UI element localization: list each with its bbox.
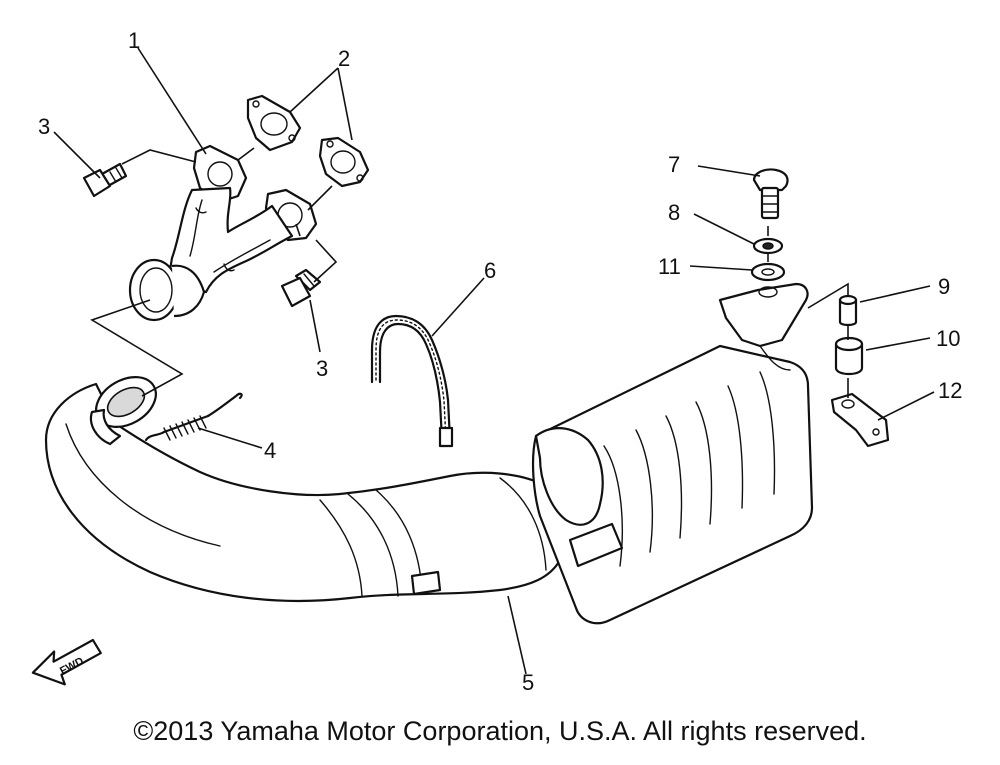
callout-9: 9 <box>938 274 950 299</box>
callout-8: 8 <box>668 200 680 225</box>
muffler <box>531 282 814 625</box>
gasket-lower <box>318 136 370 188</box>
callout-3-upper: 3 <box>38 114 50 139</box>
washer-8 <box>752 237 784 255</box>
fwd-arrow-icon: FWD <box>31 638 102 686</box>
callout-labels: 1 2 3 3 4 5 6 7 8 11 9 10 12 <box>38 28 962 695</box>
callout-11: 11 <box>658 254 681 279</box>
spring <box>144 392 243 442</box>
callout-1: 1 <box>128 28 140 53</box>
bolt-7 <box>752 168 789 220</box>
callout-6: 6 <box>484 258 496 283</box>
callout-2: 2 <box>338 46 350 71</box>
damper-10 <box>834 336 864 376</box>
callout-7: 7 <box>668 152 680 177</box>
copyright-notice: ©2013 Yamaha Motor Corporation, U.S.A. A… <box>133 716 867 746</box>
collar-9 <box>838 294 858 327</box>
washer-11 <box>750 262 786 282</box>
front-pipe <box>44 376 562 603</box>
bracket-12 <box>830 392 890 448</box>
bolt-lower <box>280 268 322 308</box>
callout-leaders <box>53 47 935 675</box>
callout-3-lower: 3 <box>316 356 328 381</box>
tube <box>370 314 454 448</box>
bolt-upper <box>82 162 128 198</box>
assembly-lines <box>90 147 849 398</box>
callout-4: 4 <box>264 438 276 463</box>
exhaust-manifold <box>128 144 318 322</box>
callout-5: 5 <box>522 670 534 695</box>
callout-10: 10 <box>936 326 960 351</box>
gasket-upper <box>246 94 302 152</box>
callout-12: 12 <box>938 378 962 403</box>
